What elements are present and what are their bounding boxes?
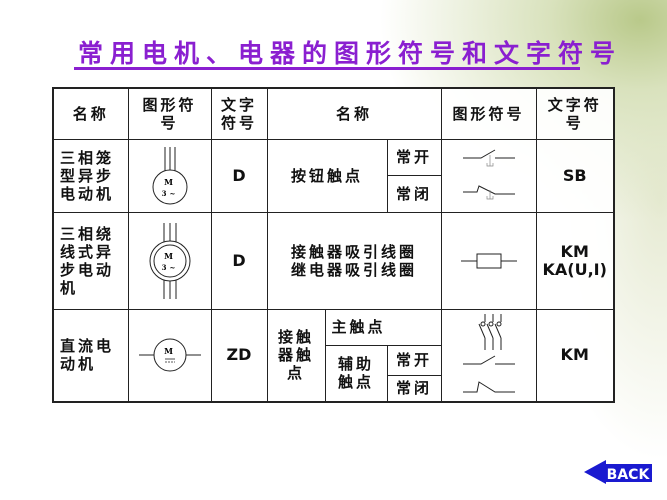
row2-device-code: KM KA(U,I) — [535, 211, 615, 310]
row3-main: 主触点 — [324, 308, 442, 346]
back-button[interactable]: BACK — [584, 458, 654, 484]
row2-motor-symbol: M 3~ — [127, 211, 212, 310]
row3-no: 常开 — [386, 344, 442, 376]
motor-label: M — [164, 177, 176, 187]
header-text2: 文字符号 — [535, 87, 615, 140]
contactor-symbol — [440, 308, 537, 403]
svg-text:3~: 3~ — [161, 189, 178, 198]
row3-device: 接触器触点 — [266, 308, 326, 403]
row3-motor-symbol: M — [127, 308, 212, 403]
svg-text:M: M — [164, 251, 176, 261]
back-label: BACK — [607, 467, 651, 483]
row1-name: 三相笼型异步电动机 — [52, 138, 129, 213]
row2-code: D — [210, 211, 268, 310]
row1-nc: 常闭 — [386, 174, 442, 213]
row1-device-code: SB — [535, 138, 615, 213]
svg-text:3~: 3~ — [161, 263, 178, 272]
row2-name: 三相绕线式异步电动机 — [52, 211, 129, 310]
row1-device: 按钮触点 — [266, 138, 388, 213]
row2-device: 接触器吸引线圈继电器吸引线圈 — [266, 211, 442, 310]
page-title: 常用电机、电器的图形符号和文字符号 — [78, 39, 623, 68]
header-name2: 名称 — [266, 87, 442, 140]
row1-motor-symbol: M 3~ — [127, 138, 212, 213]
svg-text:M: M — [164, 346, 176, 356]
row3-name: 直流电动机 — [52, 308, 129, 403]
row1-code: D — [210, 138, 268, 213]
coil-symbol — [440, 211, 537, 310]
header-graphic: 图形符号 — [127, 87, 212, 140]
row3-device-code: KM — [535, 308, 615, 403]
row3-nc: 常闭 — [386, 374, 442, 403]
row3-aux: 辅助触点 — [324, 344, 388, 403]
header-graphic2: 图形符号 — [440, 87, 537, 140]
title-underline — [74, 67, 580, 70]
pushbutton-symbol — [440, 138, 537, 213]
row1-no: 常开 — [386, 138, 442, 176]
row3-code: ZD — [210, 308, 268, 403]
header-name: 名称 — [52, 87, 129, 140]
header-text: 文字符号 — [210, 87, 268, 140]
